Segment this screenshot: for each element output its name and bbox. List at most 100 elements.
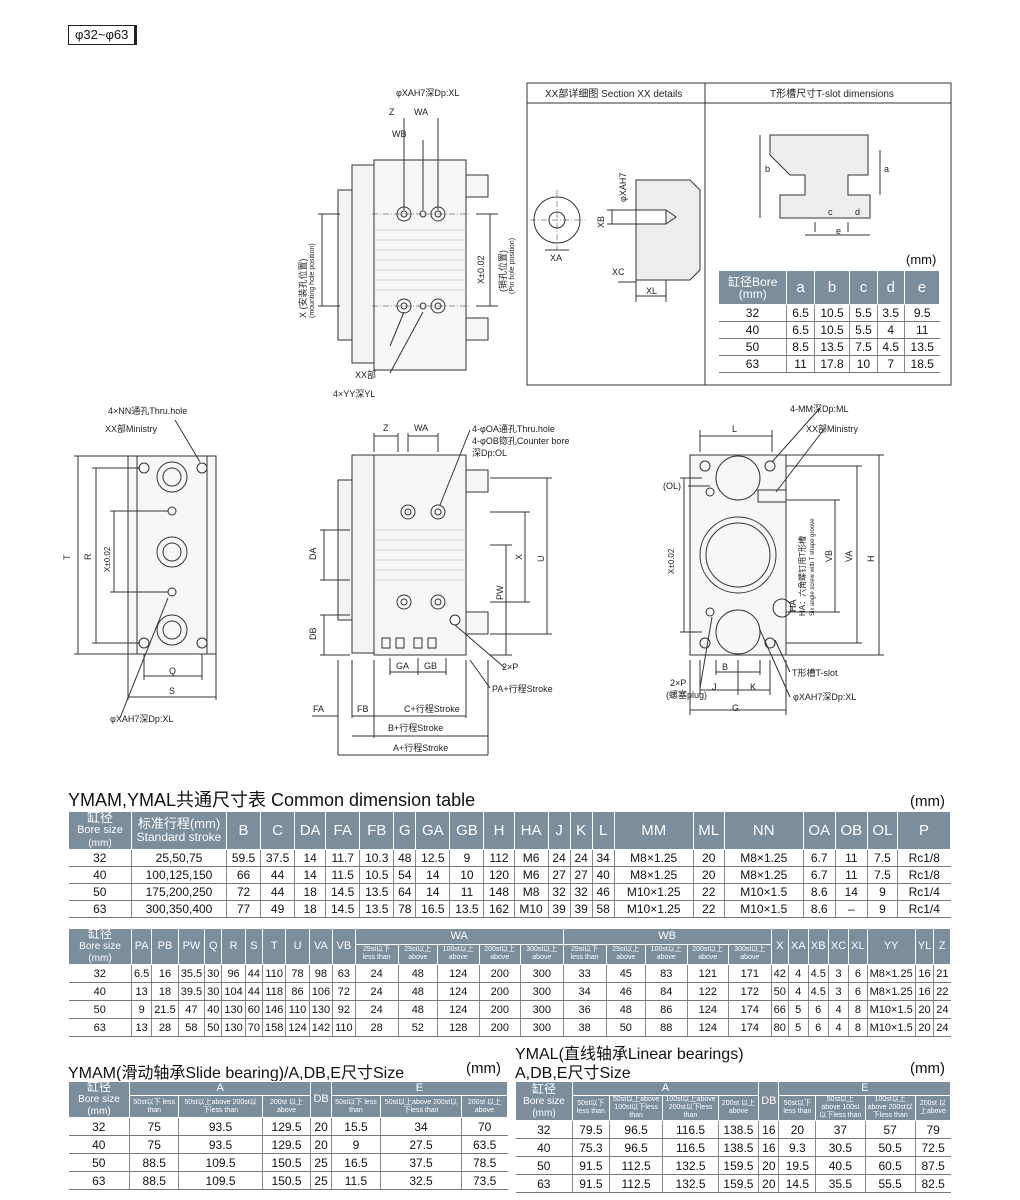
table-cell: 25 xyxy=(310,1153,332,1172)
table-cell: 112 xyxy=(483,849,515,867)
table-cell: 8.6 xyxy=(802,883,836,901)
table-cell: 129.5 xyxy=(261,1117,311,1136)
table-cell: 15.5 xyxy=(330,1117,381,1136)
wa-sub-header: 25st以下 less than xyxy=(354,943,399,966)
ymam-db-header: DB xyxy=(310,1081,332,1118)
table-cell: 32 xyxy=(547,883,571,901)
col-header: P xyxy=(897,811,951,850)
table-cell: 150.5 xyxy=(261,1153,311,1172)
table-cell: 132.5 xyxy=(662,1156,719,1175)
tslot-col: b xyxy=(813,270,851,305)
svg-text:FA: FA xyxy=(313,704,324,714)
table-cell: 6 xyxy=(807,1018,829,1037)
svg-text:(螺塞plug): (螺塞plug) xyxy=(666,689,707,700)
table-cell: 5 xyxy=(787,1018,809,1037)
svg-text:L: L xyxy=(732,424,737,434)
right-view xyxy=(680,407,884,715)
top-view xyxy=(318,118,498,374)
table-cell: 4 xyxy=(827,1000,849,1019)
table-cell: 32 xyxy=(718,304,787,322)
table-cell: 59.5 xyxy=(225,849,261,867)
table-cell: 200 xyxy=(478,1018,521,1037)
table-cell: 16 xyxy=(914,964,934,983)
table-cell: 18 xyxy=(294,900,326,918)
table-cell: 50 xyxy=(68,883,132,901)
table-cell: 171 xyxy=(728,964,772,983)
table-cell: 138.5 xyxy=(717,1120,759,1139)
svg-text:HA：六角螺钉用T形槽: HA：六角螺钉用T形槽 xyxy=(797,536,807,616)
table-cell: 9 xyxy=(866,900,898,918)
table-cell: 52 xyxy=(397,1018,438,1037)
table-cell: 20 xyxy=(778,1120,816,1139)
table-cell: 11 xyxy=(903,321,940,339)
ymal-sub: 100st以上above 200st以下less than xyxy=(662,1095,719,1121)
table-cell: 128 xyxy=(436,1018,479,1037)
table-cell: 10.5 xyxy=(813,321,850,339)
table-cell: 24 xyxy=(354,964,399,983)
table-cell: Rc1/4 xyxy=(897,883,951,901)
table-cell: 72 xyxy=(225,883,261,901)
svg-text:e: e xyxy=(836,226,841,236)
col-header: NN xyxy=(723,811,804,850)
ymal-sub: 50st以上above 100st以下less than xyxy=(815,1095,866,1121)
table-cell: 121 xyxy=(686,964,729,983)
front-view xyxy=(312,429,552,756)
col-header: G xyxy=(393,811,417,850)
col-header: PW xyxy=(177,928,206,965)
svg-text:XC: XC xyxy=(612,267,625,277)
table-cell: 148 xyxy=(483,883,515,901)
table-cell: 17.8 xyxy=(813,355,850,373)
table-cell: 46 xyxy=(591,883,615,901)
table-cell: 12.5 xyxy=(415,849,450,867)
table-cell: 24 xyxy=(354,982,399,1001)
table-cell: M6 xyxy=(513,866,549,884)
table-cell: 83 xyxy=(644,964,687,983)
technical-drawing: φXAH7深Dp:XL Z WA WB X (安装孔位置) (mounting … xyxy=(62,82,952,756)
table-cell: 82.5 xyxy=(914,1174,951,1193)
table-cell: Rc1/8 xyxy=(897,866,951,884)
svg-text:C+行程Stroke: C+行程Stroke xyxy=(404,703,460,714)
svg-text:c: c xyxy=(828,207,833,217)
svg-text:φXAH7深Dp:XL: φXAH7深Dp:XL xyxy=(110,714,173,724)
table-cell: M10×1.25 xyxy=(613,900,694,918)
table-cell: 8 xyxy=(848,1000,868,1019)
tslot-bore-header: 缸径Bore(mm) xyxy=(717,270,788,305)
ymal-sub: 200st 以上above xyxy=(914,1095,952,1121)
svg-text:B+行程Stroke: B+行程Stroke xyxy=(388,722,443,733)
table-cell: 4 xyxy=(787,964,809,983)
table-cell: 42 xyxy=(770,964,789,983)
table-cell: 50 xyxy=(515,1156,573,1175)
table-cell: 22 xyxy=(692,883,725,901)
table-cell: 20 xyxy=(310,1117,332,1136)
table-cell: 25,50,75 xyxy=(131,849,227,867)
svg-text:X (安装孔位置): X (安装孔位置) xyxy=(297,258,308,318)
svg-text:深Dp:OL: 深Dp:OL xyxy=(472,448,507,458)
table-cell: M10 xyxy=(513,900,549,918)
table-cell: 130 xyxy=(308,1000,333,1019)
table-cell: 78 xyxy=(393,900,416,918)
svg-text:DA: DA xyxy=(308,547,318,560)
table-cell: 32 xyxy=(68,849,132,867)
table-cell: 20 xyxy=(692,849,725,867)
svg-text:VB: VB xyxy=(824,550,834,562)
table-cell: 18 xyxy=(151,982,179,1001)
col-header: Z xyxy=(933,928,951,965)
col-header: DA xyxy=(294,811,327,850)
col-header: YY xyxy=(866,928,916,965)
table-cell: M8×1.25 xyxy=(866,964,916,983)
table-cell: 6 xyxy=(807,1000,829,1019)
table-cell: 5.5 xyxy=(849,321,878,339)
svg-text:GA: GA xyxy=(396,661,409,671)
table-cell: 13.5 xyxy=(359,883,394,901)
table-cell: 110 xyxy=(261,964,286,983)
table-cell: 88 xyxy=(644,1018,687,1037)
wb-sub-header: 100st以上above xyxy=(644,943,688,966)
table-cell: 73.5 xyxy=(460,1171,508,1190)
svg-text:4×YY深YL: 4×YY深YL xyxy=(333,389,375,399)
